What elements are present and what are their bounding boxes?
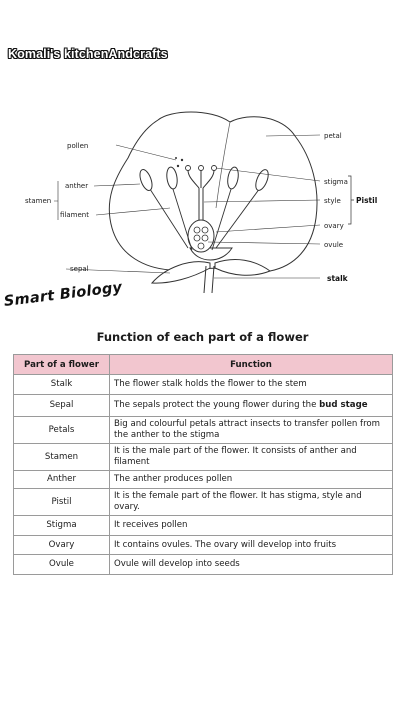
anther xyxy=(255,169,269,191)
sepal-left xyxy=(150,261,211,284)
row-part: Petals xyxy=(13,416,110,444)
table-row: Pistil It is the female part of the flow… xyxy=(13,488,393,516)
row-function: It contains ovules. The ovary will devel… xyxy=(109,535,393,555)
row-part: Pistil xyxy=(13,488,110,516)
table-row: Petals Big and colourful petals attract … xyxy=(13,416,393,444)
row-function: Big and colourful petals attract insects… xyxy=(109,416,393,444)
row-function: The anther produces pollen xyxy=(109,470,393,489)
label-filament: filament xyxy=(60,211,89,219)
row-function: The flower stalk holds the flower to the… xyxy=(109,374,393,395)
row-part: Ovule xyxy=(13,554,110,575)
anther xyxy=(166,166,178,190)
row-part: Anther xyxy=(13,470,110,489)
flower-diagram: pollen anther stamen filament sepal peta… xyxy=(20,108,390,298)
flower-diagram-svg: pollen anther stamen filament sepal peta… xyxy=(25,111,377,294)
ovule xyxy=(197,242,205,250)
row-function: It is the female part of the flower. It … xyxy=(109,488,393,516)
row-part: Stamen xyxy=(13,443,110,471)
table-row: Ovule Ovule will develop into seeds xyxy=(13,554,393,575)
label-petal: petal xyxy=(324,132,342,140)
ovule xyxy=(201,226,209,234)
table-row: Stalk The flower stalk holds the flower … xyxy=(13,374,393,395)
anther xyxy=(139,169,153,191)
stigma xyxy=(187,169,215,189)
header-function: Function xyxy=(109,354,393,375)
table-row: Stigma It receives pollen xyxy=(13,515,393,536)
petal-inner-line xyxy=(215,121,231,209)
table-header-row: Part of a flower Function xyxy=(13,354,393,375)
label-stigma: stigma xyxy=(324,178,348,186)
row-part: Stigma xyxy=(13,515,110,536)
label-ovule: ovule xyxy=(324,241,343,249)
petal-outline xyxy=(108,111,318,272)
label-ovary: ovary xyxy=(324,222,344,230)
sepal-right xyxy=(214,259,272,276)
label-anther: anther xyxy=(65,182,88,190)
ovule xyxy=(193,226,201,234)
row-part: Sepal xyxy=(13,394,110,417)
row-function-bold: bud stage xyxy=(319,400,368,410)
row-part: Stalk xyxy=(13,374,110,395)
filament xyxy=(147,185,261,251)
label-pistil: Pistil xyxy=(356,196,377,205)
flower-parts-table: Part of a flower Function Stalk The flow… xyxy=(13,354,393,575)
row-function: Ovule will develop into seeds xyxy=(109,554,393,575)
label-sepal: sepal xyxy=(70,265,89,273)
table-row: Sepal The sepals protect the young flowe… xyxy=(13,394,393,417)
label-stamen: stamen xyxy=(25,197,51,205)
label-style: style xyxy=(324,197,341,205)
stalk xyxy=(203,265,215,294)
row-part: Ovary xyxy=(13,535,110,555)
style xyxy=(198,188,204,220)
row-function: It is the male part of the flower. It co… xyxy=(109,443,393,471)
table-row: Stamen It is the male part of the flower… xyxy=(13,443,393,471)
header-part: Part of a flower xyxy=(13,354,110,375)
label-pollen: pollen xyxy=(67,142,88,150)
ovule xyxy=(201,234,209,242)
ovule xyxy=(193,234,201,242)
table-row: Anther The anther produces pollen xyxy=(13,470,393,489)
anther xyxy=(227,166,239,190)
channel-watermark: Komali's kitchenAndcrafts xyxy=(8,47,168,61)
row-function: It receives pollen xyxy=(109,515,393,536)
label-stalk: stalk xyxy=(327,274,349,283)
page-title: Function of each part of a flower xyxy=(96,330,309,344)
row-function: The sepals protect the young flower duri… xyxy=(109,394,393,417)
table-row: Ovary It contains ovules. The ovary will… xyxy=(13,535,393,555)
row-function-text: The sepals protect the young flower duri… xyxy=(114,400,320,410)
ovary xyxy=(187,219,215,253)
